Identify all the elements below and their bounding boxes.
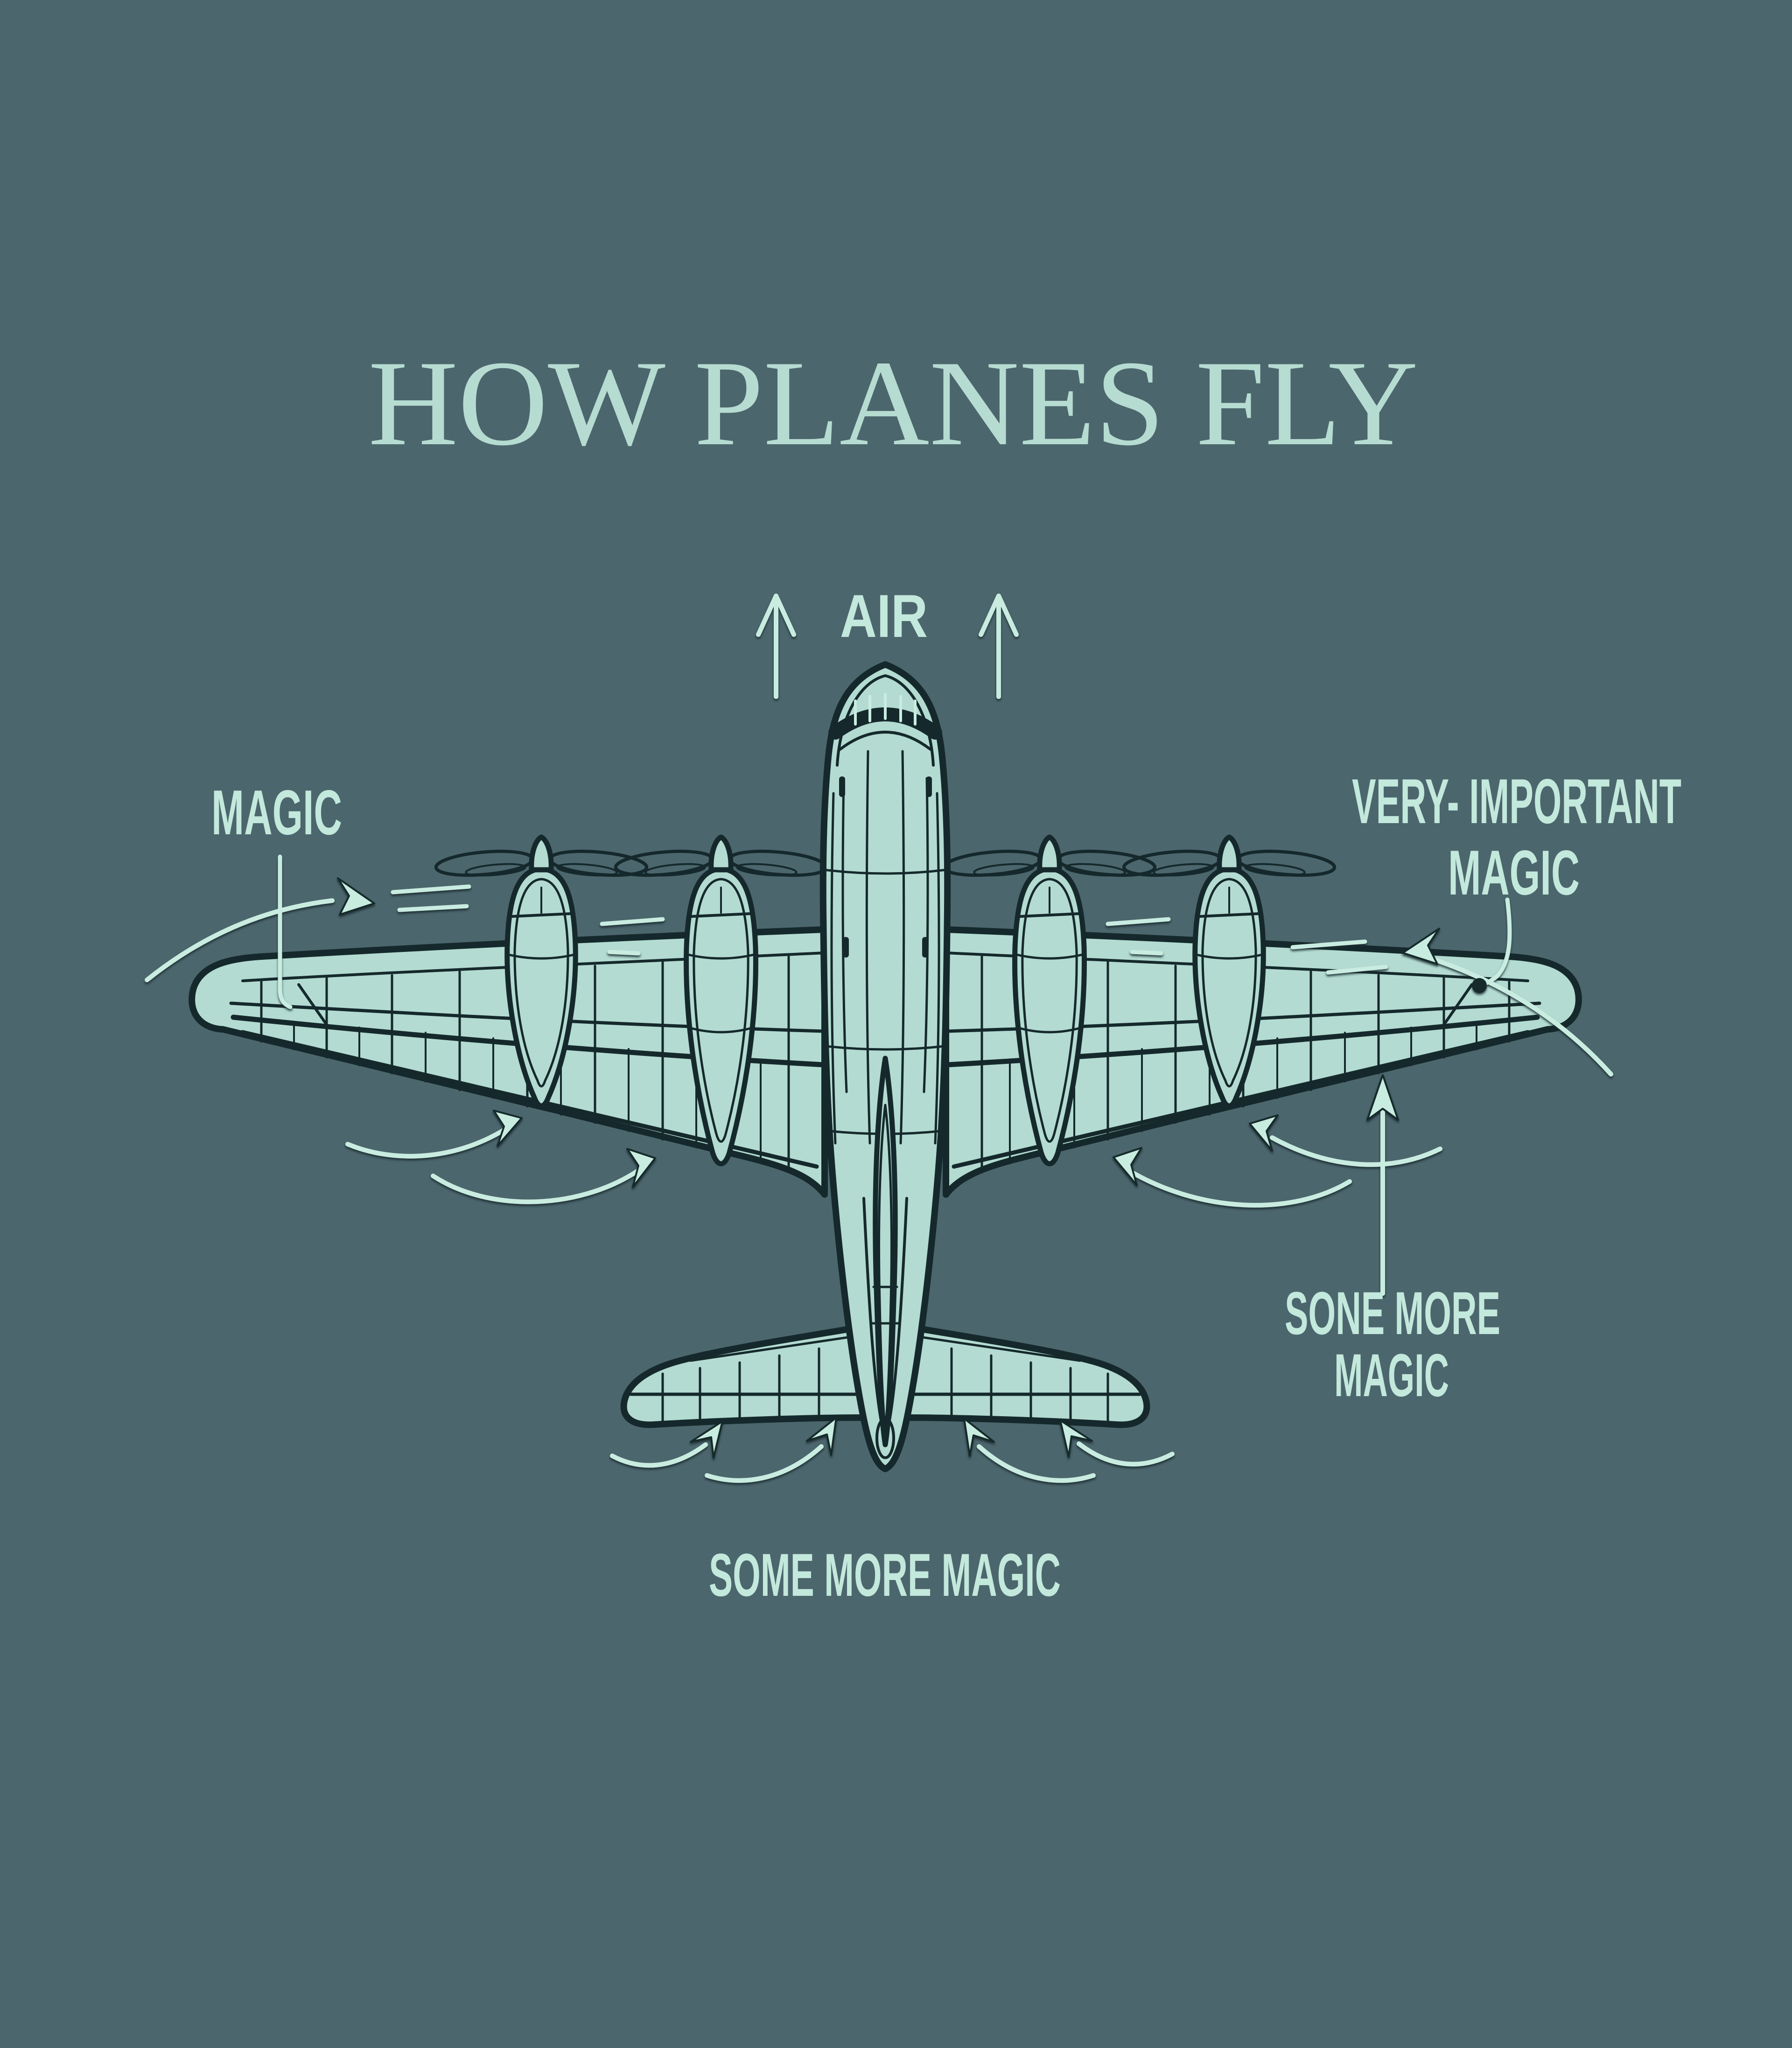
engine-nacelle-inner-left bbox=[684, 834, 758, 1167]
label-very-important-line1: VERY- IMPORTANT bbox=[1352, 766, 1681, 837]
engine-nacelle-outer-right bbox=[1192, 834, 1266, 1109]
page-title: HOW PLANES FLY bbox=[368, 336, 1418, 471]
pointer-line-very-important bbox=[1480, 897, 1512, 987]
label-air: AIR bbox=[840, 582, 928, 650]
airplane-illustration bbox=[189, 661, 1582, 1472]
pointer-dot bbox=[1472, 978, 1487, 993]
swoosh-arrow-icon-left bbox=[145, 877, 375, 982]
motion-dashes bbox=[391, 884, 1388, 975]
swoosh-arrow-icon-right bbox=[1402, 928, 1613, 1076]
label-very-important-line2: MAGIC bbox=[1448, 837, 1580, 908]
curved-arrow-icon-under-right-inner bbox=[1249, 1114, 1442, 1167]
curved-arrow-icon-tail-1 bbox=[610, 1420, 723, 1468]
curved-arrow-icon-tail-3 bbox=[963, 1418, 1096, 1483]
cockpit-windows bbox=[828, 693, 942, 751]
tail-fin bbox=[871, 1055, 900, 1459]
label-sone-more-line2: MAGIC bbox=[1334, 1341, 1449, 1409]
up-arrow-icon-left bbox=[756, 594, 796, 699]
up-arrow-icon-sone-more bbox=[1366, 1074, 1399, 1296]
up-arrow-icon-right bbox=[979, 594, 1019, 699]
engine-nacelle-inner-right bbox=[1012, 834, 1087, 1167]
curved-arrow-icon-under-right-outer bbox=[1113, 1147, 1352, 1208]
curved-arrow-icon-under-left-inner bbox=[345, 1110, 523, 1159]
annotations bbox=[145, 594, 1613, 1483]
curved-arrow-icon-under-left-outer bbox=[431, 1148, 656, 1204]
engine-nacelle-outer-left bbox=[504, 834, 578, 1109]
curved-arrow-icon-tail-2 bbox=[705, 1417, 837, 1483]
label-sone-more-line1: SONE MORE bbox=[1285, 1279, 1500, 1347]
curved-arrow-icon-tail-4 bbox=[1059, 1419, 1175, 1467]
label-magic-left: MAGIC bbox=[211, 777, 342, 848]
pointer-line-magic-left bbox=[278, 854, 293, 1009]
label-some-more-magic: SOME MORE MAGIC bbox=[709, 1541, 1061, 1609]
